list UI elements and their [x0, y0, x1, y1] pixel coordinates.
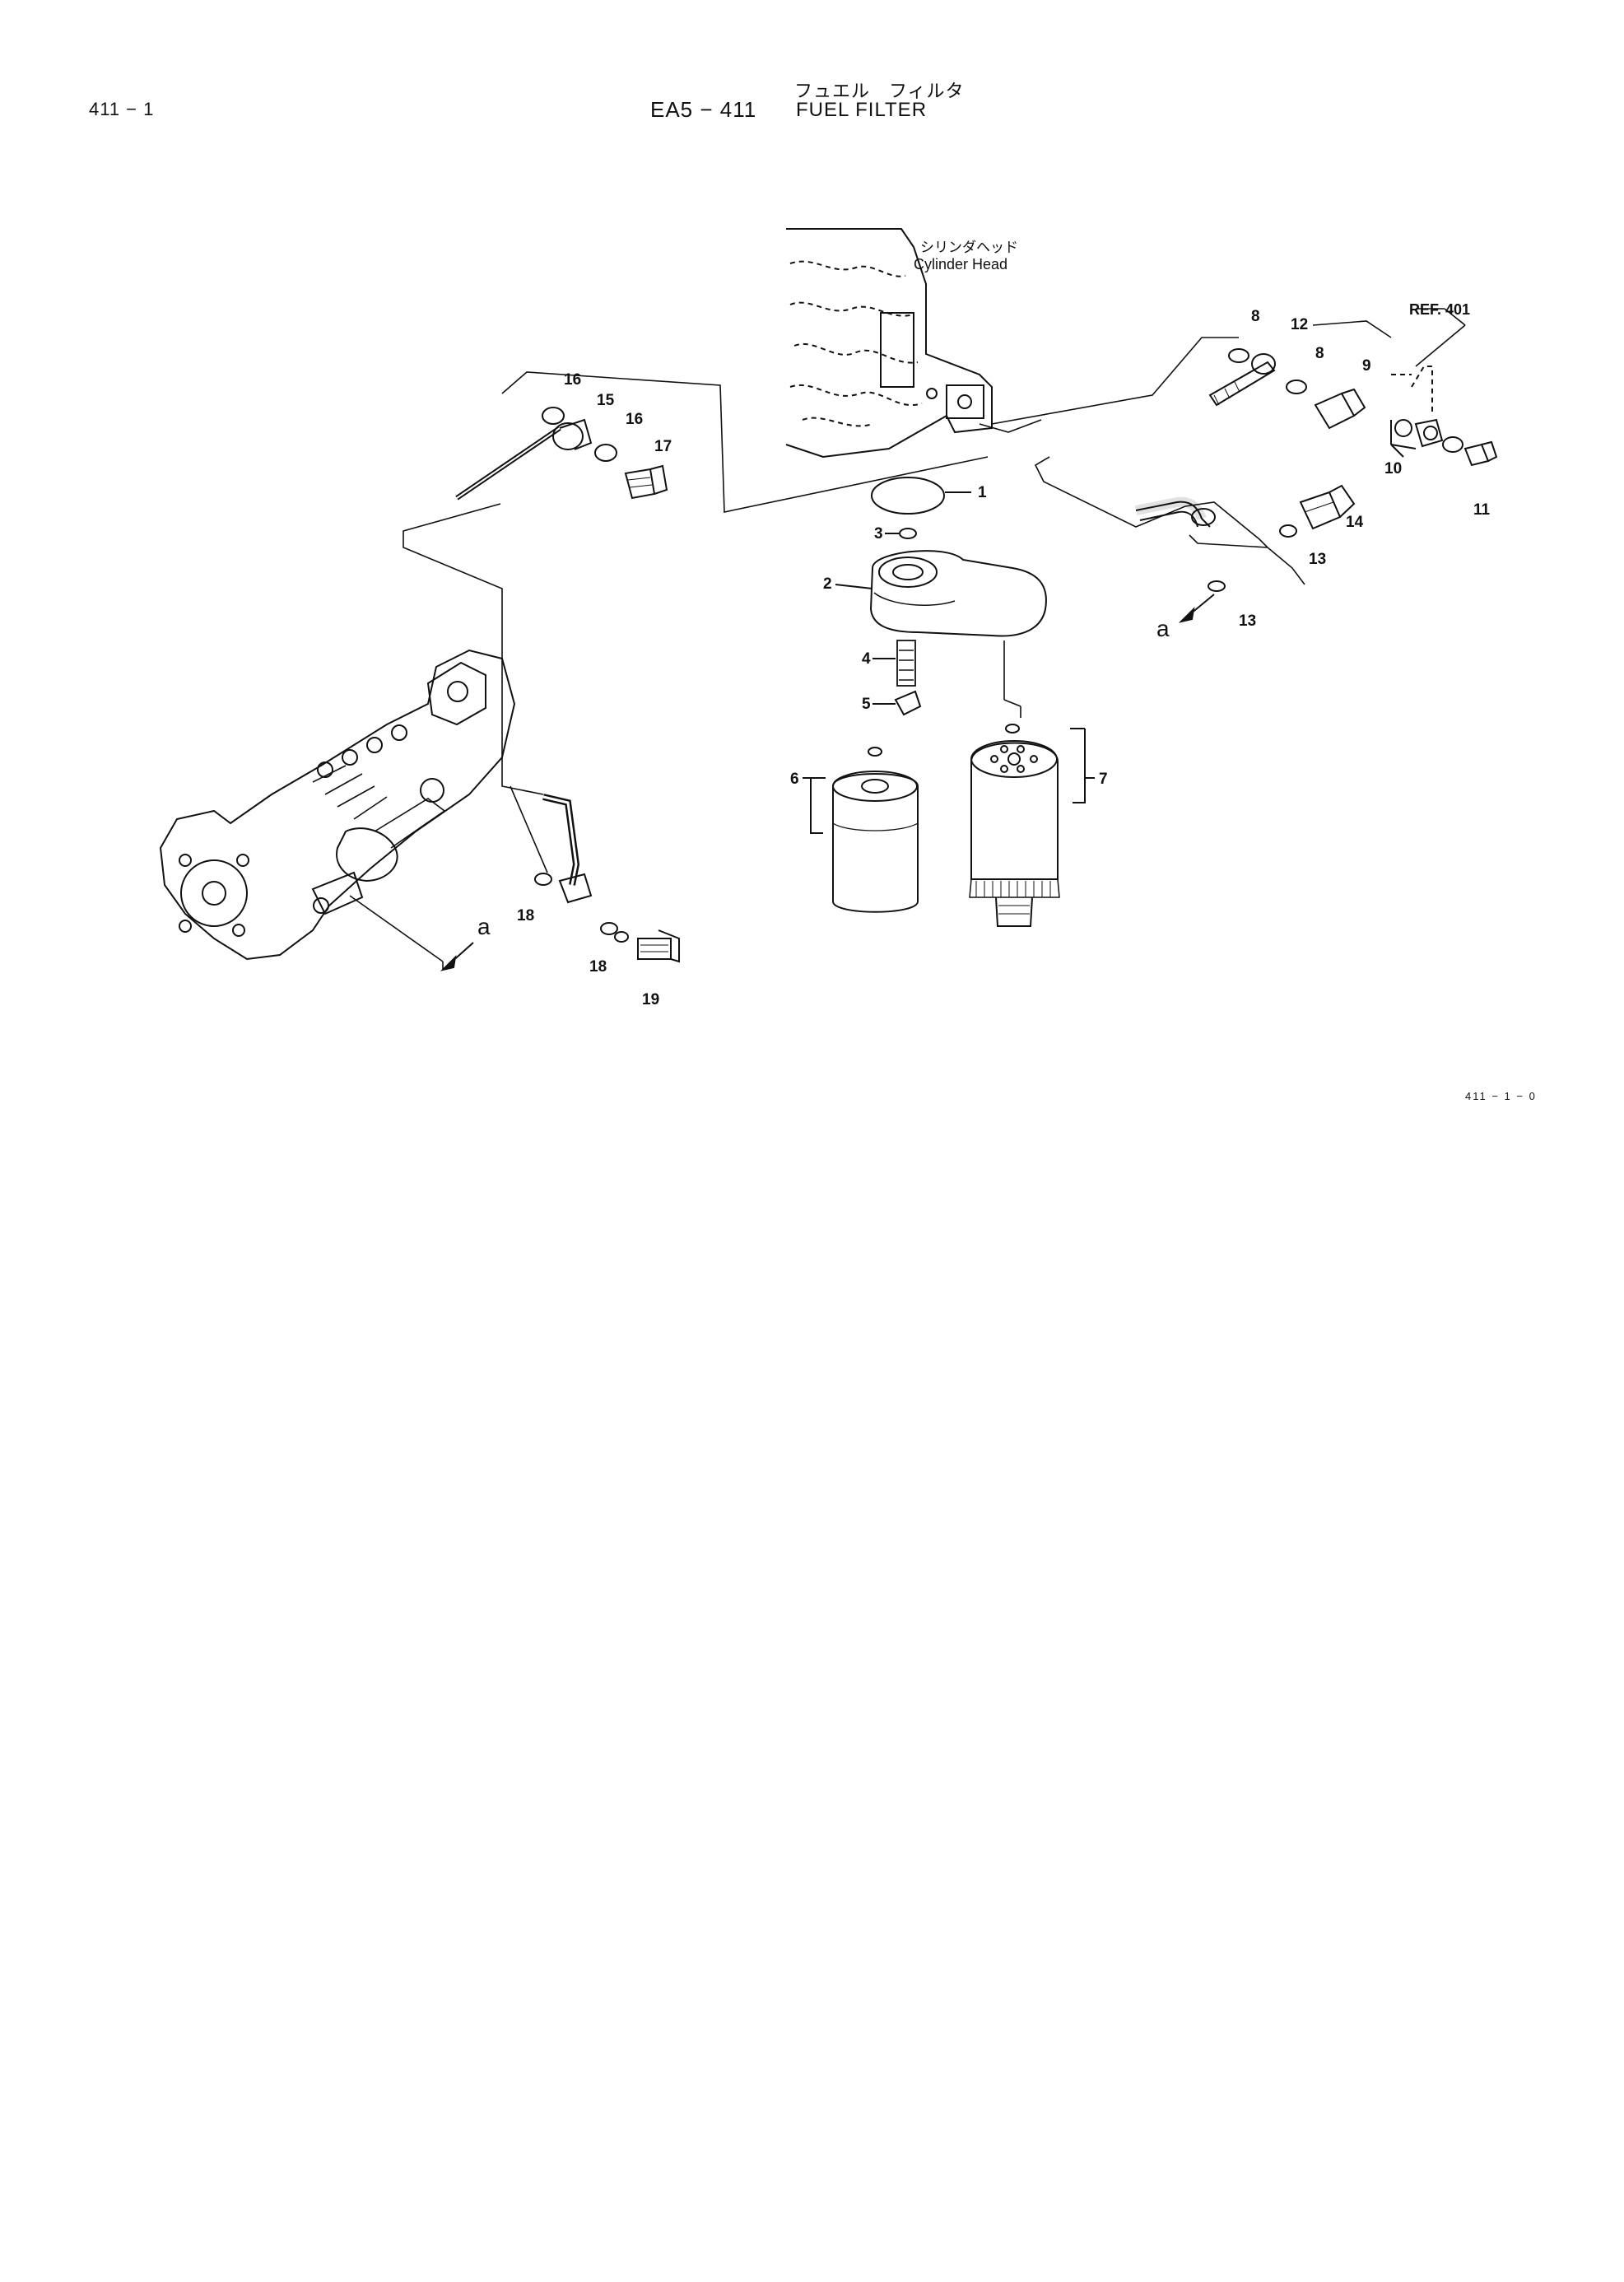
leader-lines: [349, 308, 1466, 970]
figure-code: 411 − 1 − 0: [1465, 1090, 1537, 1102]
callout-16-b: 16: [626, 411, 643, 428]
diagram-labels: シリンダヘッド Cylinder Head REF. 401 a a: [477, 240, 1470, 939]
section-code: EA5 − 411: [650, 97, 757, 122]
right-fittings: [1134, 348, 1498, 592]
callout-15: 15: [597, 392, 615, 409]
callout-2: 2: [823, 575, 832, 593]
arrow-a-bottom: [440, 942, 474, 971]
bottom-fittings: [534, 794, 680, 963]
callout-6: 6: [790, 771, 799, 788]
callout-16-a: 16: [564, 371, 581, 389]
title-japanese: フュエル フィルタ: [794, 82, 965, 102]
ref-label: REF. 401: [1409, 301, 1470, 318]
callout-19: 19: [642, 991, 659, 1008]
callout-11: 11: [1473, 501, 1491, 519]
callout-7: 7: [1099, 771, 1108, 788]
fuel-filter-element-7: [969, 724, 1095, 927]
callout-12: 12: [1291, 316, 1308, 333]
callout-3: 3: [874, 525, 883, 543]
callout-8-a: 8: [1251, 308, 1260, 325]
cylinder-head: [785, 228, 993, 459]
callout-10: 10: [1384, 460, 1402, 477]
callout-8-b: 8: [1315, 345, 1324, 362]
fuel-filter-element-6: [803, 747, 919, 913]
filter-head-assembly: [835, 477, 1047, 716]
page-number: 411 − 1: [89, 99, 155, 119]
top-left-fittings: [455, 407, 668, 501]
title-english: FUEL FILTER: [796, 99, 928, 121]
callout-18-b: 18: [589, 958, 607, 976]
callout-13-a: 13: [1309, 551, 1326, 568]
cylinder-head-label-en: Cylinder Head: [914, 256, 1007, 272]
arrow-a-top: [1178, 594, 1215, 623]
injection-pump: [159, 649, 516, 961]
arrow-a-bottom-label: a: [477, 914, 491, 939]
arrow-a-top-label: a: [1156, 616, 1170, 641]
callout-14: 14: [1346, 514, 1364, 531]
callout-1: 1: [978, 484, 987, 501]
callout-numbers: 1 2 3 4 5 6 7 8 8 9 10 11 12 13 13 14 15…: [517, 308, 1491, 1008]
callout-13-b: 13: [1239, 612, 1256, 630]
callout-5: 5: [862, 696, 871, 713]
callout-18-a: 18: [517, 907, 534, 924]
callout-4: 4: [862, 650, 871, 668]
cylinder-head-label-jp: シリンダヘッド: [920, 240, 1018, 255]
callout-17: 17: [654, 438, 672, 455]
callout-9: 9: [1362, 357, 1371, 375]
